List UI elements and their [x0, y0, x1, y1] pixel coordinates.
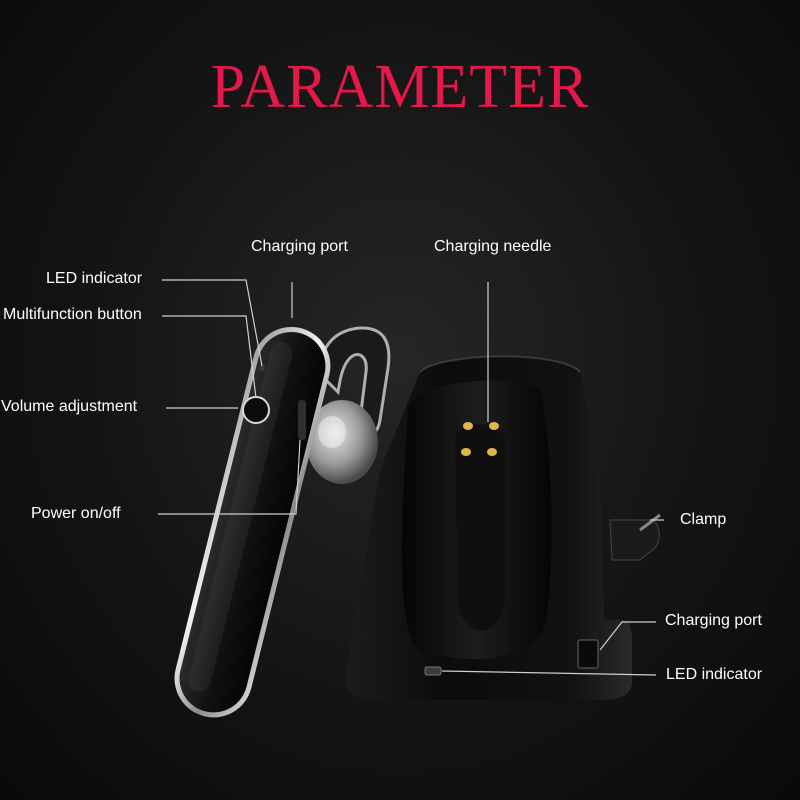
label-charging-port-right: Charging port — [665, 612, 762, 629]
label-volume-adjustment: Volume adjustment — [1, 398, 138, 415]
label-charging-needle: Charging needle — [434, 238, 552, 255]
label-power-on-off: Power on/off — [31, 505, 121, 522]
ear-tip — [306, 400, 378, 484]
side-button — [298, 400, 306, 440]
multifunction-button-shape — [242, 396, 270, 424]
page-title: PARAMETER — [210, 53, 590, 121]
leader-led-right — [441, 670, 657, 676]
charging-dock — [345, 355, 661, 700]
label-charging-port-top: Charging port — [251, 238, 348, 255]
label-led-indicator-right: LED indicator — [666, 666, 763, 683]
leader-led-left — [162, 279, 263, 367]
leader-lines — [158, 279, 664, 676]
headset-body — [174, 326, 331, 718]
leader-charging-port-right — [599, 621, 656, 651]
leader-power — [158, 439, 301, 515]
leader-multifunction — [162, 315, 257, 399]
led-dot — [259, 365, 265, 371]
label-clamp: Clamp — [680, 511, 727, 528]
label-multifunction-button: Multifunction button — [3, 306, 142, 323]
label-led-indicator-left: LED indicator — [46, 270, 143, 287]
